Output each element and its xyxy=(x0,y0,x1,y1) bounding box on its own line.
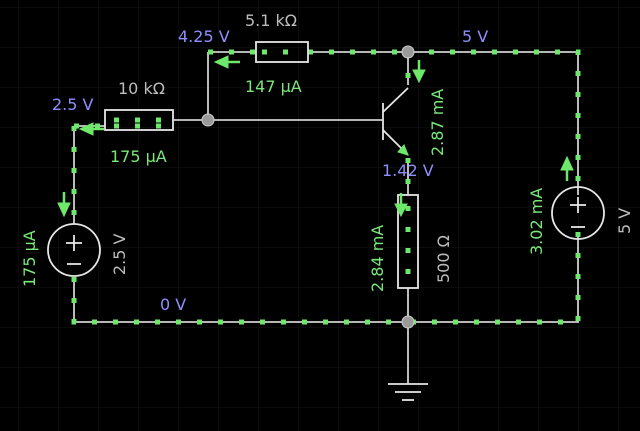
label-current-r1: 147 µA xyxy=(245,77,302,96)
label-current-r2: 175 µA xyxy=(110,147,167,166)
label-current-emitter: 2.84 mA xyxy=(368,225,387,292)
node-collector-top[interactable] xyxy=(401,45,415,59)
label-r2-value: 10 kΩ xyxy=(118,79,165,98)
node-r1-r2-base[interactable] xyxy=(201,113,215,127)
label-current-left-source: 175 µA xyxy=(20,230,39,287)
resistor-r2[interactable] xyxy=(104,109,174,131)
voltage-source-left[interactable] xyxy=(47,223,101,277)
label-right-source-value: 5 V xyxy=(615,208,634,234)
npn-transistor[interactable] xyxy=(382,87,409,156)
label-r3-value: 500 Ω xyxy=(434,235,453,283)
label-voltage-top-right: 5 V xyxy=(462,27,488,46)
label-voltage-node-base: 4.25 V xyxy=(178,27,230,46)
label-r1-value: 5.1 kΩ xyxy=(245,11,297,30)
label-voltage-left: 2.5 V xyxy=(52,95,94,114)
resistor-r1[interactable] xyxy=(255,41,309,63)
ground-symbol xyxy=(388,383,428,401)
label-voltage-emitter: 1.42 V xyxy=(382,161,434,180)
label-current-right-source: 3.02 mA xyxy=(527,188,546,255)
label-voltage-ground: 0 V xyxy=(160,295,186,314)
resistor-r3[interactable] xyxy=(397,194,419,289)
label-current-collector: 2.87 mA xyxy=(428,89,447,156)
wire-right-bottom xyxy=(408,232,579,323)
current-arrows xyxy=(57,55,574,218)
voltage-source-right[interactable] xyxy=(551,186,605,240)
label-left-source-value: 2.5 V xyxy=(110,233,129,275)
node-ground[interactable] xyxy=(401,315,415,329)
